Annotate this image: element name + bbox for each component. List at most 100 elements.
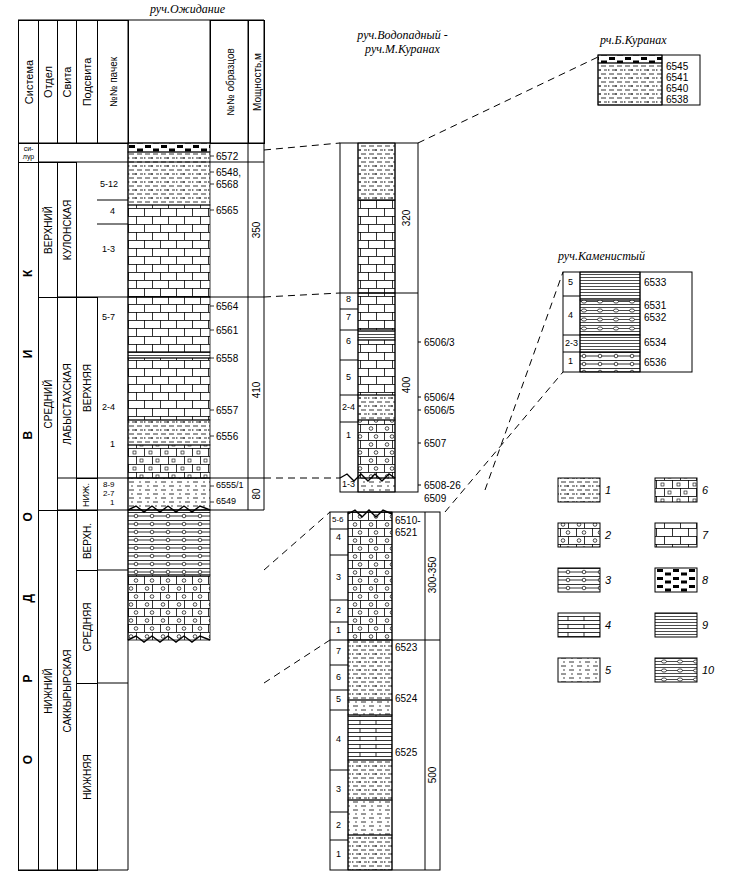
legend-swatch <box>655 658 697 682</box>
legend-number: 4 <box>605 619 611 631</box>
subformation-cell: ВЕРХНЯЯ <box>76 297 98 479</box>
column-lines <box>563 272 640 372</box>
legend-number: 8 <box>702 574 708 586</box>
bed-number: 2-4 <box>102 403 115 413</box>
column-lines <box>330 512 440 870</box>
legend-number: 3 <box>605 574 611 586</box>
lithology-bed <box>580 272 640 300</box>
sample-tick <box>210 156 214 502</box>
section-title: руч.Водопадный - руч.М.Куранах <box>340 28 465 57</box>
lithology-bed <box>128 478 210 510</box>
formation-cell: САККЫРЫРСКАЯ <box>57 510 77 871</box>
sample-number: 6508-26 <box>424 480 461 491</box>
bed-number: 7 <box>336 647 341 657</box>
sample-number: 6536 <box>644 357 666 368</box>
thickness-value: 410 <box>251 382 262 399</box>
vertical-label: Свита <box>61 67 73 98</box>
series-cell: НИЖНИЙ <box>38 510 58 871</box>
header-cell: Система <box>18 20 39 144</box>
sample-number: 6509 <box>424 493 446 504</box>
lithology-bed <box>128 352 210 358</box>
sample-number: 6507 <box>424 438 446 449</box>
cell-label: си-лур <box>19 145 38 161</box>
sample-number: 6533 <box>644 277 666 288</box>
vertical-label: СРЕДНИЙ <box>43 380 54 429</box>
vertical-label: №№ пачек <box>108 57 119 107</box>
bed-number: 4 <box>336 533 341 543</box>
lithology-bed <box>580 335 640 352</box>
lithology-bed <box>128 205 210 297</box>
thickness-value: 320 <box>401 210 412 227</box>
lithology-column <box>330 510 440 870</box>
series-cell: ВЕРХНИЙ <box>38 162 58 298</box>
formation-cell: ЛАБЫСТАХСКАЯ <box>57 297 77 511</box>
vertical-label: НИЖНИЙ <box>43 668 54 713</box>
lithology-bed <box>348 800 392 835</box>
vertical-label: Мощность,м <box>251 53 262 111</box>
lithology-bed <box>580 300 640 335</box>
vertical-label: КУЛОНСКАЯ <box>62 200 73 260</box>
lithology-bed <box>128 575 210 640</box>
table-grid <box>18 20 264 870</box>
legend-number: 7 <box>702 529 708 541</box>
header-cell: Отдел <box>38 20 58 144</box>
vertical-label: НИЖНЯЯ <box>82 754 93 799</box>
section-title: руч.Каменистый <box>558 250 645 263</box>
lithology-bed <box>580 352 640 372</box>
column-lines <box>662 55 663 105</box>
lithology-bed <box>128 143 210 152</box>
sample-number: 6521 <box>395 527 417 538</box>
vertical-label: Отдел <box>42 66 54 98</box>
lithology-bed <box>358 330 395 340</box>
legend-swatch <box>558 478 600 502</box>
bed-number: 5 <box>346 373 351 383</box>
system-cell: ОРДОВИК <box>18 162 39 871</box>
vertical-label: ВЕРХН. <box>82 522 93 558</box>
lithology-bed <box>128 152 210 205</box>
thickness-value: 500 <box>427 767 438 784</box>
legend-number: 2 <box>605 529 611 541</box>
lithology-bed <box>128 297 210 352</box>
lithology-bed <box>128 420 210 445</box>
sample-number: 6568 <box>216 179 238 190</box>
lithology-bed <box>348 640 392 700</box>
subformation-cell: НИЖНЯЯ <box>76 683 98 871</box>
column-lines <box>340 143 421 492</box>
bed-number: 6 <box>336 673 341 683</box>
table-lines <box>18 20 264 870</box>
legend-swatches <box>558 478 697 682</box>
column-frame <box>340 143 418 492</box>
sample-number: 6540 <box>666 83 688 94</box>
bed-number: 1 <box>336 850 341 860</box>
subformation-cell: ВЕРХН. <box>76 510 98 571</box>
vertical-label: Система <box>22 60 34 104</box>
bed-number: 1 <box>346 431 351 441</box>
sample-number: 6548, <box>216 167 241 178</box>
vertical-label: ЛАБЫСТАХСКАЯ <box>62 363 73 444</box>
lithology-bed <box>358 395 395 420</box>
lithology-bed <box>348 715 392 760</box>
bed-number: 5 <box>568 278 573 288</box>
lithology-bed <box>128 358 210 420</box>
legend-swatch <box>655 478 697 502</box>
lithology-column <box>340 143 421 492</box>
legend-swatch <box>655 613 697 637</box>
bed-number: 2 <box>336 606 341 616</box>
sample-number: 6549 <box>216 497 236 507</box>
bed-number: 6 <box>346 337 351 347</box>
bed-number: 2-3 <box>565 339 578 349</box>
bed-number: 4 <box>336 735 341 745</box>
vertical-label: ОРДОВИК <box>22 197 35 837</box>
lithology-bed <box>358 293 395 330</box>
sample-number: 6506/5 <box>424 405 455 416</box>
sample-number: 6541 <box>666 72 688 83</box>
vertical-label: Подсвита <box>81 58 93 107</box>
lithology-bed <box>128 510 210 575</box>
bed-number: 2-4 <box>342 403 355 413</box>
lithology-bed <box>598 55 662 63</box>
bed-number: 7 <box>346 313 351 323</box>
bed-number: 8 <box>346 295 351 305</box>
bed-number: 1-3 <box>342 480 355 490</box>
